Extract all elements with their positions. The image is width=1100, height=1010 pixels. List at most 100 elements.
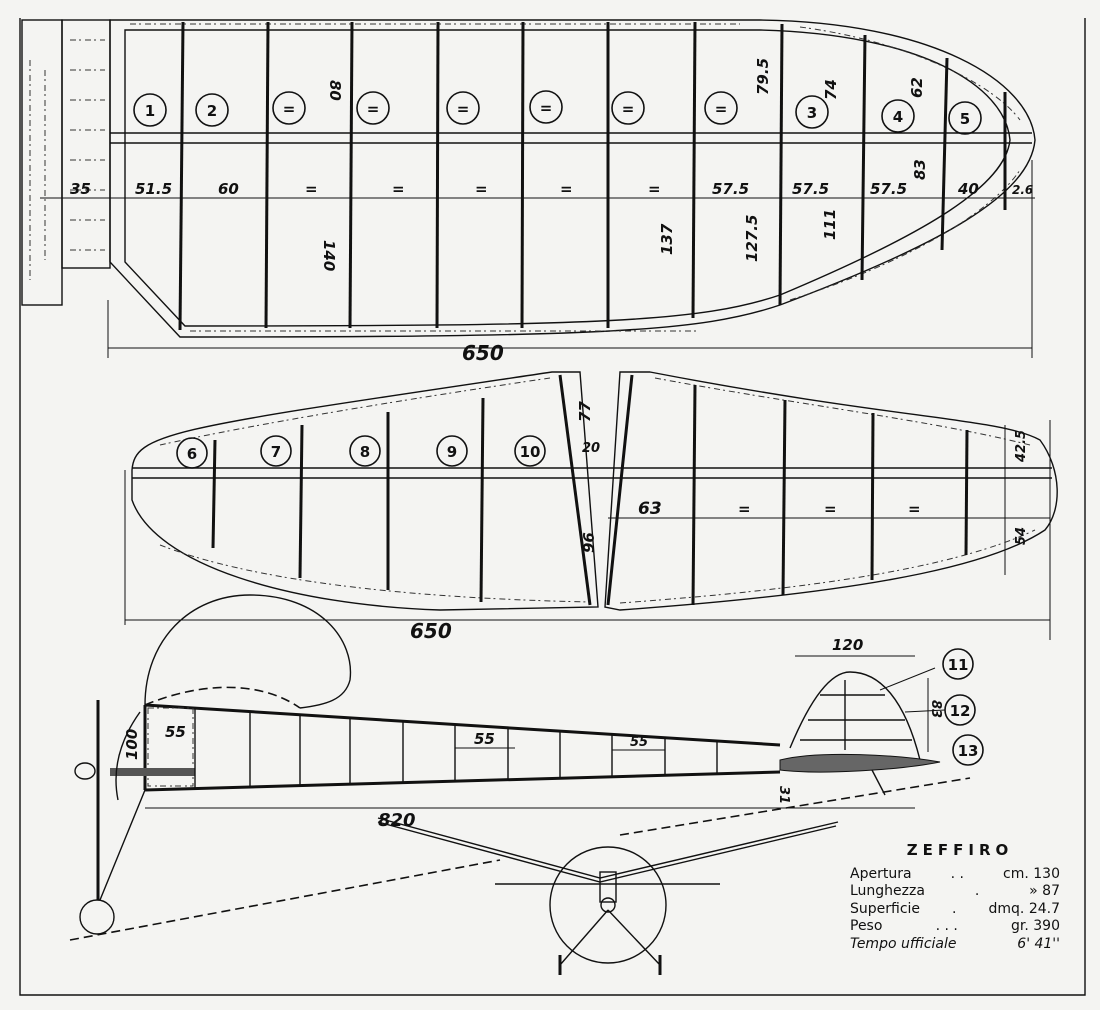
rib-callout: = xyxy=(283,100,296,118)
propeller-disc xyxy=(549,846,667,964)
rib-callout-circle xyxy=(133,93,167,127)
dim-label: 55 xyxy=(630,735,648,750)
dim-label: 127.5 xyxy=(743,215,761,262)
front-view xyxy=(377,817,839,975)
stabilizer-left-outline xyxy=(131,371,599,611)
rib-callout: = xyxy=(715,100,728,118)
rib-callout: 5 xyxy=(960,110,970,128)
dim-label: 100 xyxy=(123,729,141,760)
stabilizer-rib xyxy=(479,397,485,603)
stabilizer-rib xyxy=(964,429,969,556)
spec-row: Apertura. .cm. 130 xyxy=(850,866,1060,884)
dim-label: 57.5 xyxy=(712,180,749,198)
dim-label: 20 xyxy=(582,441,600,456)
dim-label: 51.5 xyxy=(135,180,172,198)
dim-label: 62 xyxy=(908,77,926,98)
spec-dots: . xyxy=(952,900,957,917)
dim-label: 74 xyxy=(822,79,840,100)
stabilizer-span-label: 650 xyxy=(410,619,452,643)
dim-label: 140 xyxy=(320,240,338,271)
root-fixture-outer xyxy=(21,19,63,306)
wing-plan-view: 1 2 = = = = = = 3 4 5 35 51.5 60 = = = =… xyxy=(21,19,1036,365)
dim-label: 80 xyxy=(326,80,344,101)
wing-rib xyxy=(940,57,949,251)
fuselage-length-label: 820 xyxy=(378,810,416,831)
dim-label: 35 xyxy=(70,180,91,198)
dim-label: 79.5 xyxy=(754,58,772,95)
rib-callout: = xyxy=(622,100,635,118)
wing-rib xyxy=(778,23,784,306)
dim-label: = xyxy=(648,180,661,198)
wing-rib xyxy=(435,21,440,329)
fuselage-bottom-longeron xyxy=(144,770,781,792)
stabilizer-right-outline xyxy=(604,371,1058,611)
rib-callout: 6 xyxy=(187,445,197,463)
dim-label: 57.5 xyxy=(870,180,907,198)
wing-rib xyxy=(860,34,867,281)
part-callout: 13 xyxy=(958,742,979,760)
spec-label: Lunghezza xyxy=(850,883,925,899)
rib-callout: 4 xyxy=(893,108,903,126)
dim-label: 137 xyxy=(658,223,676,255)
wheel xyxy=(79,899,115,935)
dim-label: = xyxy=(908,500,921,518)
stabilizer-rib xyxy=(298,424,304,579)
stabilizer-plan-view: 6 7 8 9 10 77 20 96 63 = = = 42.5 54 650 xyxy=(124,371,1058,643)
dim-label: 57.5 xyxy=(792,180,829,198)
wing-inner-outline xyxy=(124,29,1011,327)
dim-label: = xyxy=(824,500,837,518)
spec-value: » 87 xyxy=(1029,883,1060,899)
spec-row: Peso. . .gr. 390 xyxy=(850,918,1060,936)
rib-callout: 9 xyxy=(447,443,457,461)
spec-label: Apertura xyxy=(850,865,912,882)
spec-value: dmq. 24.7 xyxy=(988,900,1060,917)
rib-callout: = xyxy=(540,99,553,117)
dim-label: = xyxy=(560,180,573,198)
fin-outline xyxy=(789,671,921,761)
wing-rib xyxy=(348,21,354,329)
spec-dots: . xyxy=(974,883,980,899)
dim-label: 54 xyxy=(1014,527,1029,545)
stabilizer-rib xyxy=(211,439,217,549)
spec-value: 6' 41'' xyxy=(1017,935,1060,952)
ground-line xyxy=(69,777,971,941)
wing-rib xyxy=(264,21,270,329)
spec-row: Lunghezza. » 87 xyxy=(850,883,1060,901)
fuselage-top-longeron xyxy=(144,703,781,747)
dim-label: 83 xyxy=(928,700,943,718)
root-fixture-ribs xyxy=(61,19,111,269)
spec-row: Superficie. dmq. 24.7 xyxy=(850,901,1060,919)
rib-callout: 3 xyxy=(807,104,817,122)
dim-label: 55 xyxy=(165,723,186,741)
model-name: ZEFFIRO xyxy=(906,841,1014,859)
wing-rib xyxy=(520,21,525,329)
rib-callout: = xyxy=(367,100,380,118)
part-callout: 11 xyxy=(948,656,969,674)
dim-label: 111 xyxy=(821,209,839,240)
spec-value: gr. 390 xyxy=(1011,918,1060,934)
specifications-panel: ZEFFIRO Apertura. .cm. 130 Lunghezza. » 8… xyxy=(850,841,1060,954)
dim-label: 77 xyxy=(576,401,594,422)
page-border xyxy=(19,18,1086,996)
wing-span-label: 650 xyxy=(462,341,504,365)
part-callout: 12 xyxy=(950,702,971,720)
rib-callout: 7 xyxy=(271,443,281,461)
fuselage-side-view: 11 12 13 100 55 55 55 820 31 120 83 xyxy=(69,594,984,941)
tailplane-section xyxy=(779,753,941,773)
dim-label: = xyxy=(392,180,405,198)
stabilizer-rib xyxy=(870,412,875,581)
stabilizer-rib xyxy=(691,384,697,606)
dim-label: 120 xyxy=(832,636,863,654)
wing-rib xyxy=(178,21,185,331)
rib-callout: 2 xyxy=(207,102,217,120)
motor-hatched-block xyxy=(110,768,195,776)
dim-label: 55 xyxy=(474,730,495,748)
spec-value: cm. 130 xyxy=(1003,865,1060,882)
rib-callout: 10 xyxy=(520,443,541,461)
wing-rib xyxy=(691,21,697,319)
dim-label: 40 xyxy=(957,180,979,198)
dim-label: 60 xyxy=(218,180,239,198)
spec-label: Superficie xyxy=(850,900,921,917)
